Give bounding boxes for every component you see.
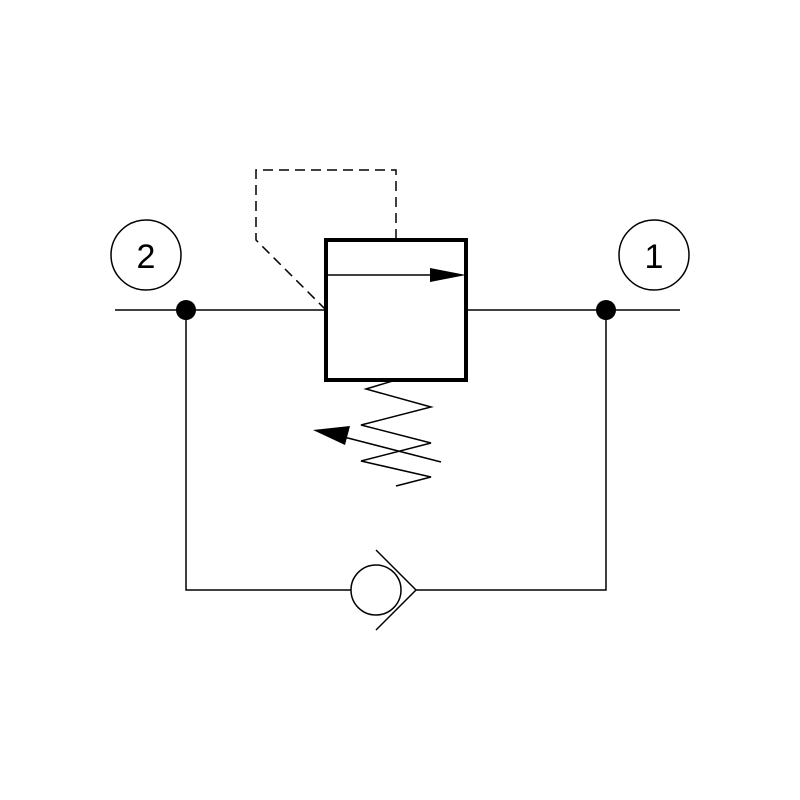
adjustable-arrow (313, 426, 442, 463)
check-valve-seat (375, 549, 418, 631)
bypass-line-left (185, 310, 351, 591)
bypass-line-right (416, 310, 607, 591)
port-2-label: 2 (137, 238, 156, 276)
port-1-marker: 1 (618, 219, 690, 291)
pilot-line (255, 169, 397, 311)
port-2-marker: 2 (110, 219, 182, 291)
port-2-circle (110, 219, 182, 291)
port-1-circle (618, 219, 690, 291)
spring (360, 379, 434, 487)
check-valve-ball (350, 564, 402, 616)
valve-body (324, 238, 468, 382)
port-1-label: 1 (645, 238, 664, 276)
flow-arrow (326, 268, 466, 282)
check-valve (350, 549, 418, 631)
